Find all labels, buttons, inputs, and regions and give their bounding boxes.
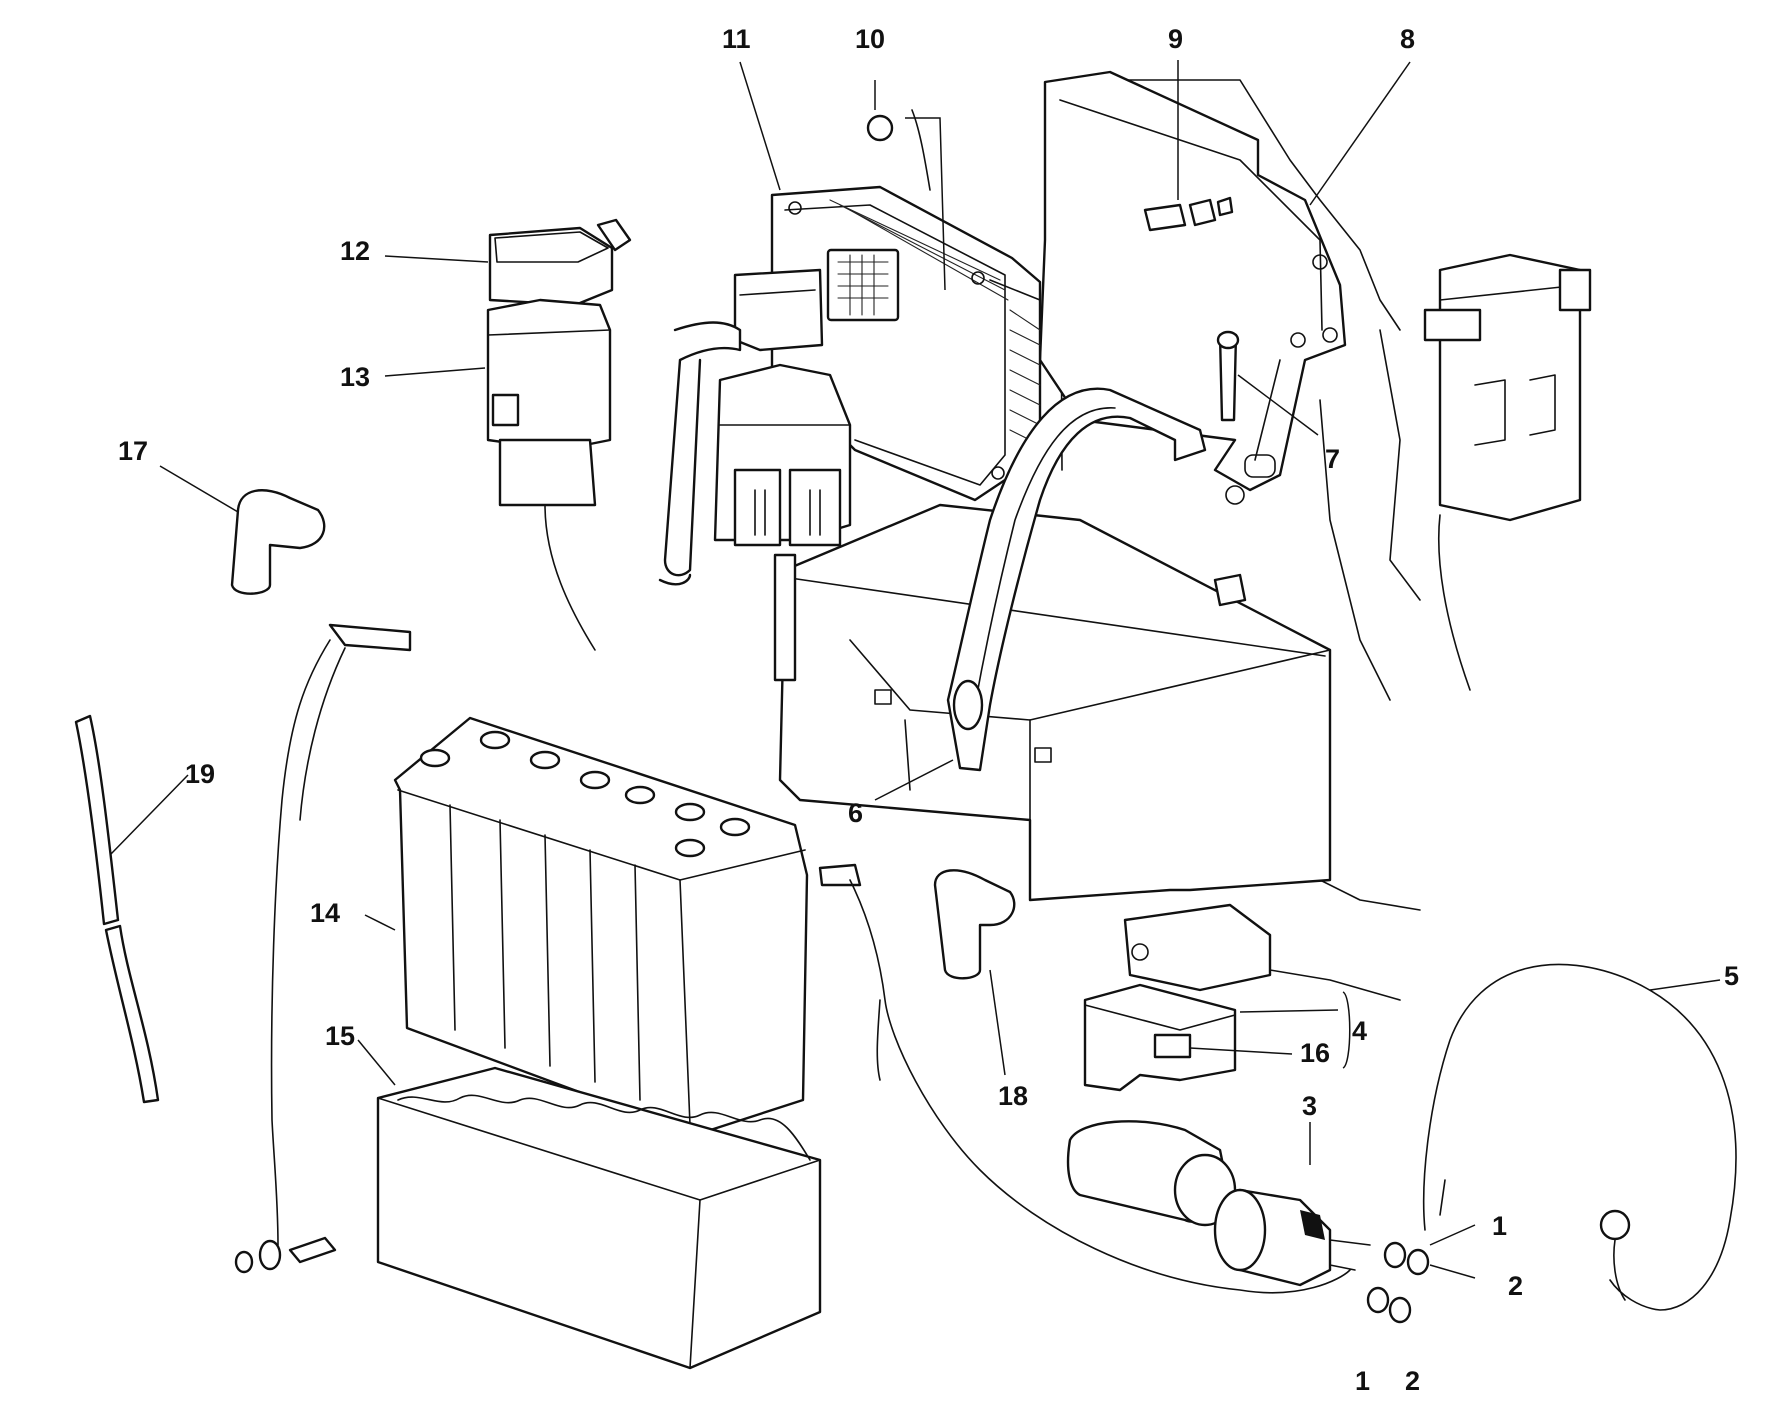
battery-tray xyxy=(778,503,1332,902)
positive-cable xyxy=(818,863,1351,1294)
fasteners xyxy=(866,109,1430,1324)
callout-6: 6 xyxy=(848,798,863,828)
callout-11: 11 xyxy=(722,24,751,54)
vent-hose xyxy=(74,714,160,1104)
callout-1b: 1 xyxy=(1355,1366,1370,1396)
callout-7: 7 xyxy=(1325,444,1340,474)
callout-2b: 2 xyxy=(1405,1366,1420,1396)
starter-bracket xyxy=(1083,903,1272,1092)
terminal-cap-17 xyxy=(230,489,326,595)
callout-19: 19 xyxy=(185,759,215,789)
callout-16: 16 xyxy=(1300,1038,1330,1068)
ground-cable-5 xyxy=(1422,963,1737,1311)
callout-12: 12 xyxy=(340,236,370,266)
relay-block xyxy=(713,363,852,682)
fuse-cover xyxy=(488,218,632,307)
relay-13 xyxy=(486,298,612,651)
callout-4: 4 xyxy=(1352,1016,1367,1046)
mounting-plate xyxy=(1038,70,1347,505)
ecu-connector-harness xyxy=(658,268,824,586)
callout-8: 8 xyxy=(1400,24,1415,54)
callout-15: 15 xyxy=(325,1021,355,1051)
leader-lines xyxy=(109,60,1721,1279)
callout-labels: 1 1 2 2 3 4 5 6 7 8 9 10 11 12 13 14 15 … xyxy=(118,24,1739,1396)
callout-5: 5 xyxy=(1724,961,1739,991)
battery-strap xyxy=(946,387,1207,772)
callout-13: 13 xyxy=(340,362,370,392)
negative-cable xyxy=(234,623,412,1274)
callout-10: 10 xyxy=(855,24,885,54)
starter-relay xyxy=(1066,1120,1371,1287)
battery xyxy=(393,716,809,1137)
battery-case xyxy=(376,1066,822,1370)
fuse-box xyxy=(1423,253,1592,691)
terminal-cap-18 xyxy=(933,869,1016,980)
callout-18: 18 xyxy=(998,1081,1028,1111)
callout-14: 14 xyxy=(310,898,340,928)
callout-2a: 2 xyxy=(1508,1271,1523,1301)
callout-9: 9 xyxy=(1168,24,1183,54)
callout-3: 3 xyxy=(1302,1091,1317,1121)
callout-1a: 1 xyxy=(1492,1211,1507,1241)
callout-17: 17 xyxy=(118,436,148,466)
